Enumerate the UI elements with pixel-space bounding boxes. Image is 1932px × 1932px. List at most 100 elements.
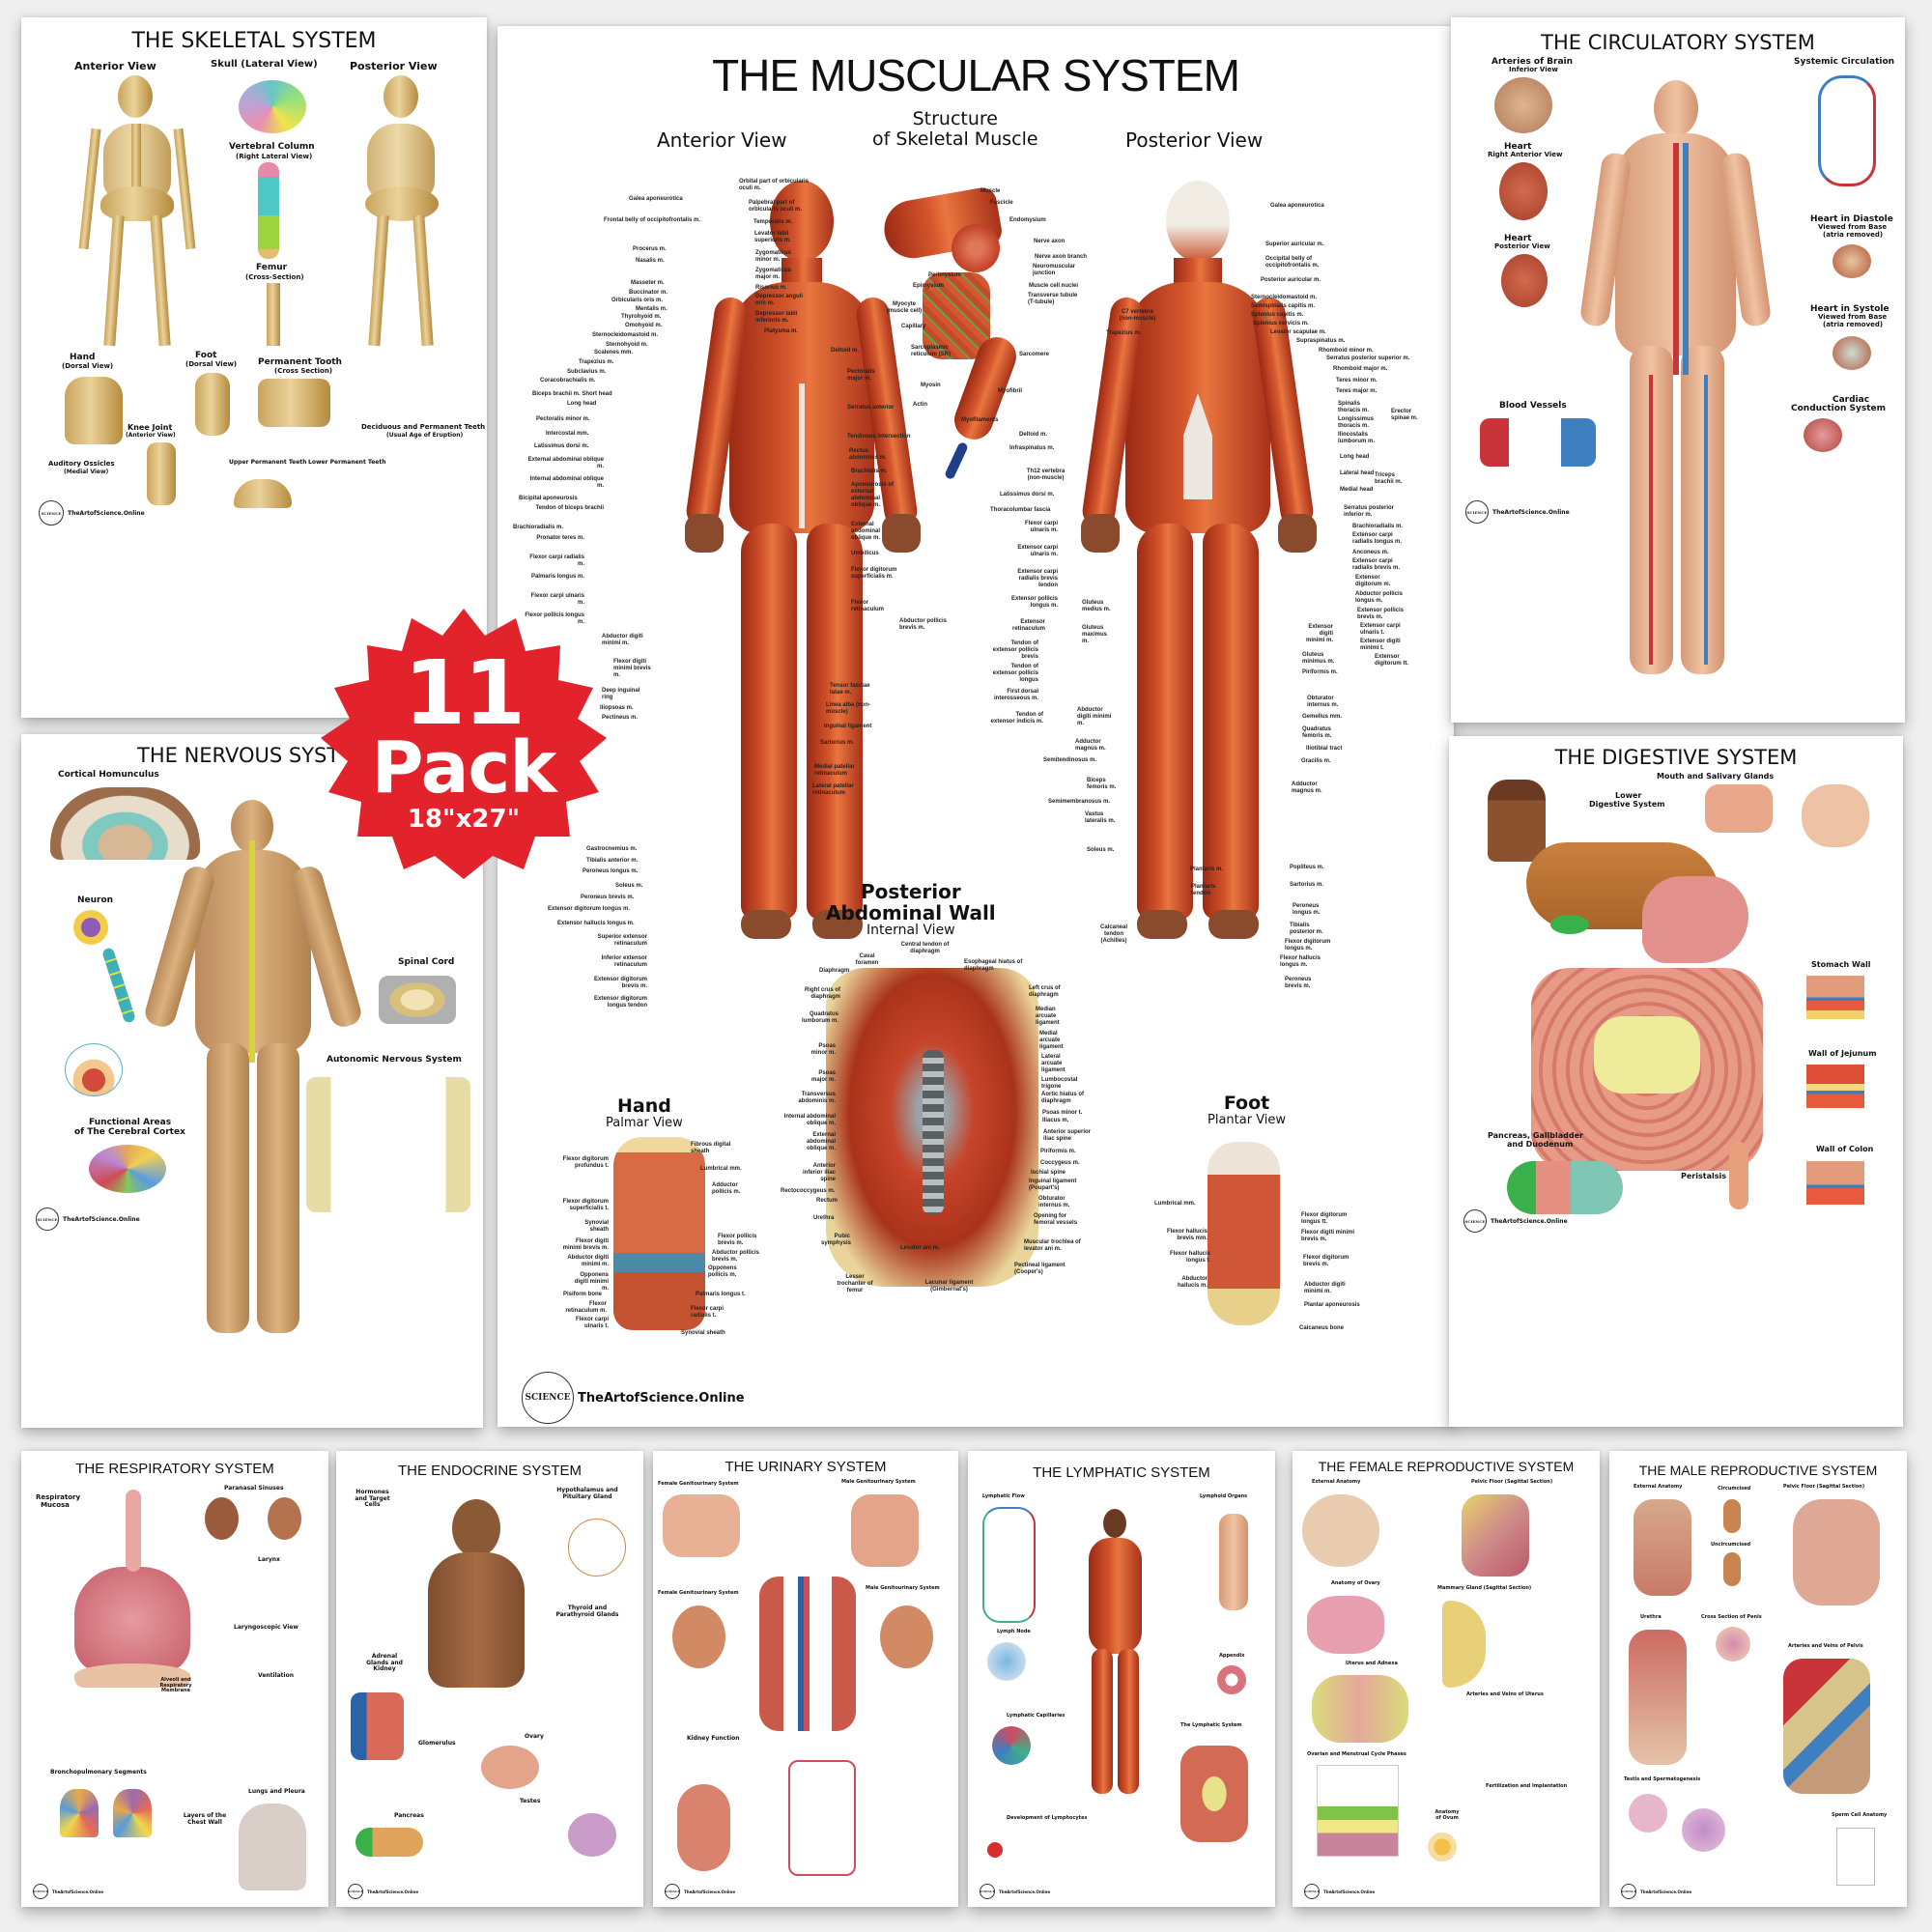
section-heading: Upper Permanent Teeth (229, 459, 307, 466)
pancreas-figure (355, 1828, 423, 1857)
ovum-figure (1428, 1833, 1457, 1861)
label: Long head (567, 401, 597, 407)
pituitary-figure (568, 1519, 626, 1577)
label: Rectum (816, 1198, 838, 1204)
section-heading: Cardiac (1833, 395, 1870, 405)
poster-title: THE MUSCULAR SYSTEM (712, 50, 1240, 100)
label: Trapezius m. (1106, 330, 1142, 336)
label: Depressor anguli oris m. (755, 294, 804, 306)
section-heading: Femur (256, 263, 288, 272)
eleven-pack-badge: 11 Pack 18"x27" (319, 609, 609, 879)
section-heading: Knee Joint (128, 423, 173, 432)
section-heading: Pelvic Floor (Sagittal Section) (1783, 1484, 1865, 1490)
section-heading: (Usual Age of Eruption) (386, 432, 464, 439)
body-leg (207, 1043, 249, 1333)
label: Tendon of extensor indicis m. (990, 712, 1043, 724)
leg-figure (1118, 1649, 1139, 1794)
poster-circulatory: THE CIRCULATORY SYSTEM Arteries of Brain… (1451, 17, 1905, 723)
label: Sartorius m. (1290, 882, 1324, 888)
label: Spinalis thoracis m. (1338, 401, 1370, 413)
poster-respiratory: THE RESPIRATORY SYSTEM Respiratory Mucos… (21, 1451, 328, 1907)
label: Vastus lateralis m. (1085, 811, 1116, 824)
section-heading: Wall of Colon (1816, 1145, 1874, 1153)
nephron-figure (788, 1760, 856, 1876)
poster-title: THE LYMPHATIC SYSTEM (1033, 1464, 1210, 1481)
label: Flexor digitorum longus tt. (1301, 1212, 1348, 1225)
section-heading: Hormones and Target Cells (355, 1489, 390, 1509)
arm-bone (173, 128, 196, 250)
label: Semimembranosus m. (1048, 799, 1111, 805)
label: Obturator internus m. (1038, 1196, 1070, 1208)
section-heading: External Anatomy (1312, 1479, 1361, 1485)
label: Pectoralis minor m. (536, 416, 590, 422)
badge-count: 11 (403, 641, 526, 746)
section-heading: Kidney Function (687, 1735, 740, 1742)
poster-urinary: THE URINARY SYSTEM Female Genitourinary … (653, 1451, 958, 1907)
poster-skeletal: THE SKELETAL SYSTEM Anterior View Skull … (21, 17, 487, 718)
body-leg (1681, 346, 1724, 674)
label: Frontal belly of occipitofrontalis m. (604, 217, 701, 223)
label: Calcaneus bone (1299, 1325, 1345, 1331)
poster-title: THE SKELETAL SYSTEM (131, 29, 377, 53)
section-heading: Arteries and Veins of Pelvis (1788, 1643, 1863, 1649)
label: Gastrocnemius m. (586, 846, 638, 852)
label: Thyrohyoid m. (621, 314, 662, 320)
label: Myofilaments (961, 417, 999, 423)
fascicle-cross-section (952, 224, 1000, 272)
kidney-section-figure (677, 1784, 730, 1871)
label: Deltoid m. (1019, 432, 1048, 438)
label: Temporalis m. (753, 219, 793, 225)
label: Erector spinae m. (1391, 409, 1418, 421)
label: Extensor digitorum tt. (1375, 654, 1408, 667)
label: Opening for femoral vessels (1034, 1213, 1078, 1226)
label: Extensor pollicis longus m. (1010, 596, 1058, 609)
section-heading: Male Genitourinary System (866, 1585, 940, 1591)
label: Sternohyoid m. (606, 342, 648, 348)
label: Left crus of diaphragm (1029, 985, 1061, 998)
label: Flexor hallucis longus m. (1280, 955, 1321, 968)
lungs-pleura-figure (239, 1804, 306, 1890)
art-of-science-seal-icon: SCIENCE (36, 1208, 59, 1231)
section-heading: Female Genitourinary System (658, 1590, 739, 1596)
label: Synovial sheath (584, 1220, 609, 1233)
label: Muscular trochlea of levator ani m. (1024, 1239, 1081, 1252)
knee-figure (147, 442, 176, 505)
external-anatomy-figure (1302, 1494, 1379, 1567)
badge-size: 18"x27" (407, 804, 521, 834)
poster-endocrine: THE ENDOCRINE SYSTEM Hormones and Target… (336, 1451, 643, 1907)
brain-arteries-figure (1494, 77, 1552, 133)
vertebral-column-figure (258, 162, 279, 259)
brand-site: TheArtofScience.Online (999, 1889, 1051, 1894)
label: Risorius m. (755, 285, 787, 291)
autonomic-nervous-figure (306, 1077, 470, 1212)
skull-lateral-figure (239, 80, 306, 133)
poster-male-reproductive: THE MALE REPRODUCTIVE SYSTEM External An… (1609, 1451, 1907, 1907)
section-heading: Lungs and Pleura (248, 1788, 305, 1795)
label: Omohyoid m. (625, 323, 663, 328)
label: Serratus posterior inferior m. (1344, 505, 1395, 518)
label: Extensor digitorum brevis m. (593, 977, 647, 989)
synapse-figure (65, 1043, 123, 1096)
brand-site: TheArtofScience.Online (52, 1889, 104, 1894)
left-foot (741, 910, 791, 939)
label: Scalenes mm. (594, 350, 634, 355)
poster-title: THE DIGESTIVE SYSTEM (1554, 746, 1798, 769)
label: Levator ani m. (900, 1245, 940, 1251)
label: Superior extensor retinaculum (597, 934, 647, 947)
poster-lymphatic: THE LYMPHATIC SYSTEM Lymphatic Flow Lymp… (968, 1451, 1275, 1907)
testis-figure (1629, 1794, 1667, 1833)
label: Rhomboid major m. (1333, 366, 1388, 372)
heart-figure (1501, 254, 1548, 307)
label: Superior auricular m. (1265, 242, 1324, 247)
right-fist (882, 514, 921, 553)
label: Zygomaticus major m. (755, 268, 792, 280)
lymph-capillary-figure (992, 1726, 1031, 1765)
leg-figure (1092, 1649, 1113, 1794)
conduction-heart-figure (1804, 418, 1842, 452)
label: Piriformis m. (1040, 1149, 1076, 1154)
label: Sartorius m. (820, 740, 855, 746)
section-heading: Heart in Diastole (1810, 214, 1893, 224)
brand-site: TheArtofScience.Online (367, 1889, 419, 1894)
brand-footer: SCIENCE TheArtofScience.Online (33, 1884, 103, 1899)
label: Calcaneal tendon (Achilles) (1099, 924, 1128, 944)
